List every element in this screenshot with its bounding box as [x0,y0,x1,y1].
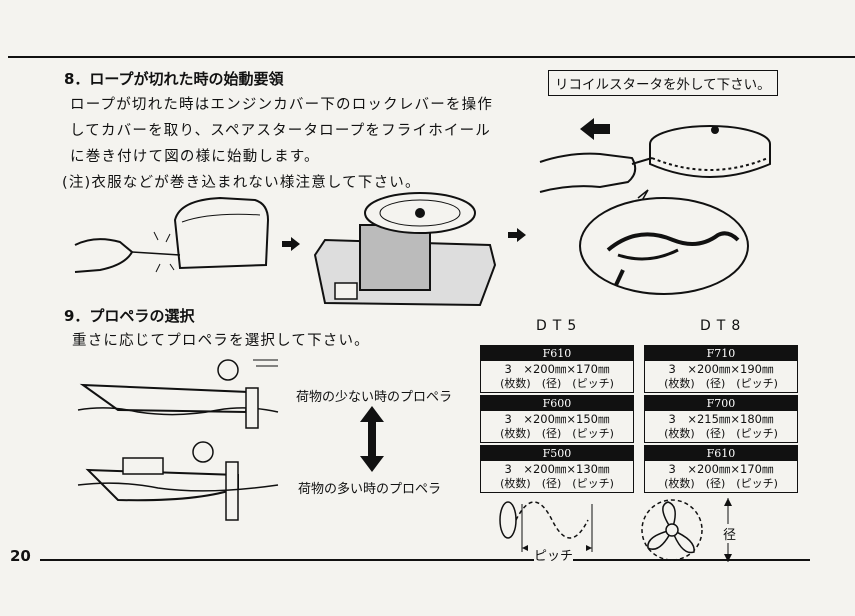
bottom-rule [40,559,810,561]
engine-without-cover-illustration [313,192,497,307]
model-dt5-header: DT5 [536,318,583,334]
page-number: 20 [10,547,31,565]
spec-code: F610 [481,346,633,361]
spec-code: F500 [481,446,633,461]
model-dt8-header: DT8 [700,318,747,334]
spec-legend: (枚数) (径) (ピッチ) [664,477,778,490]
section8-line-1: ロープが切れた時はエンジンカバー下のロックレバーを操作 [70,97,494,113]
hand-pulling-lever-illustration [74,196,270,273]
propeller-pitch-diagram [499,501,593,552]
spec-values: 3 ×200㎜×130㎜ [504,462,610,476]
spec-box: F710 3 ×200㎜×190㎜ (枚数) (径) (ピッチ) [644,345,798,393]
arrow-left-icon [580,118,610,140]
section8-body: ロープが切れた時はエンジンカバー下のロックレバーを操作 してカバーを取り、スペア… [70,92,493,170]
recoil-callout: リコイルスタータを外して下さい。 [548,70,778,96]
spec-values: 3 ×215㎜×180㎜ [668,412,774,426]
spec-code: F600 [481,396,633,411]
rope-knot-detail-illustration [579,189,749,295]
section8-line-2: してカバーを取り、スペアスタータロープをフライホイール [70,123,491,139]
flywheel-rope-start-illustration [539,125,771,193]
spec-code: F610 [645,446,797,461]
light-load-boat-illustration [77,359,279,429]
spec-values: 3 ×200㎜×170㎜ [504,362,610,376]
heavy-load-boat-illustration [77,441,279,521]
propeller-diameter-diagram [641,498,732,562]
spec-legend: (枚数) (径) (ピッチ) [664,377,778,390]
pitch-label: ピッチ [534,545,574,564]
spec-legend: (枚数) (径) (ピッチ) [500,477,614,490]
diameter-label: 径 [723,524,737,543]
spec-legend: (枚数) (径) (ピッチ) [500,377,614,390]
spec-box: F500 3 ×200㎜×130㎜ (枚数) (径) (ピッチ) [480,445,634,493]
spec-box: F610 3 ×200㎜×170㎜ (枚数) (径) (ピッチ) [480,345,634,393]
spec-legend: (枚数) (径) (ピッチ) [664,427,778,440]
section8-line-3: に巻き付けて図の様に始動します。 [70,149,320,165]
spec-code: F710 [645,346,797,361]
light-load-label: 荷物の少ない時のプロペラ [296,390,453,405]
section8-heading: 8．ロープが切れた時の始動要領 [64,70,284,88]
section9-heading: 9．プロペラの選択 [64,307,195,325]
spec-legend: (枚数) (径) (ピッチ) [500,427,614,440]
spec-box: F600 3 ×200㎜×150㎜ (枚数) (径) (ピッチ) [480,395,634,443]
spec-values: 3 ×200㎜×170㎜ [668,462,774,476]
spec-code: F700 [645,396,797,411]
spec-box: F610 3 ×200㎜×170㎜ (枚数) (径) (ピッチ) [644,445,798,493]
double-arrow-vertical-icon [360,406,384,472]
arrow-right-icon [508,228,526,242]
section9-body: 重さに応じてプロペラを選択して下さい。 [72,333,370,349]
spec-values: 3 ×200㎜×190㎜ [668,362,774,376]
section8-note: (注)衣服などが巻き込まれない様注意して下さい。 [62,175,421,191]
spec-box: F700 3 ×215㎜×180㎜ (枚数) (径) (ピッチ) [644,395,798,443]
arrow-right-icon [282,237,300,251]
spec-values: 3 ×200㎜×150㎜ [504,412,610,426]
heavy-load-label: 荷物の多い時のプロペラ [298,482,442,497]
top-rule [8,56,855,58]
